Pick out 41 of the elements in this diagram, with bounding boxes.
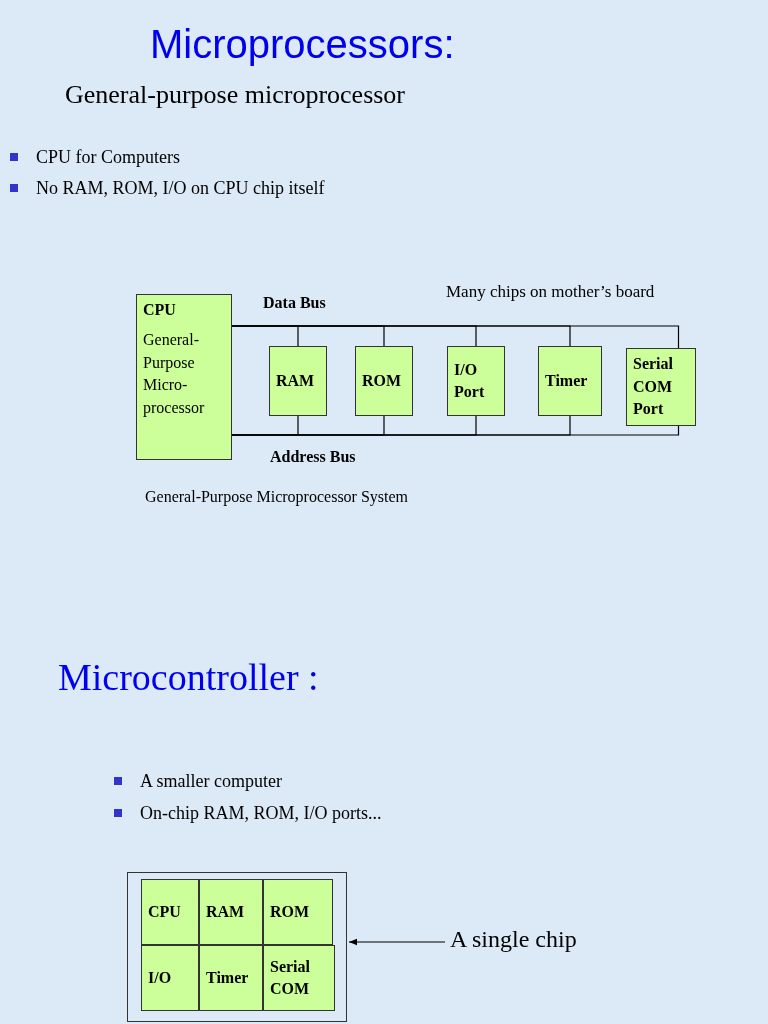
chip-box <box>263 945 335 1011</box>
bullet-text: On-chip RAM, ROM, I/O ports... <box>140 803 382 824</box>
bullet-text: CPU for Computers <box>36 147 180 168</box>
note-text: General-Purpose Microprocessor System <box>145 488 409 506</box>
chip-box <box>199 879 263 945</box>
chip-name: ROM <box>362 370 403 391</box>
chip-name: RAM <box>206 901 246 922</box>
chip-description: General-Purpose Micro-processor <box>143 330 206 419</box>
chip-name: Timer <box>206 967 250 988</box>
bullet-text: A smaller computer <box>140 771 282 792</box>
bus-line <box>231 325 680 349</box>
chip-outline <box>127 872 347 1022</box>
chip-box <box>447 346 505 416</box>
bus-line <box>231 425 680 436</box>
chip-name: ROM <box>270 901 311 922</box>
section-heading: Microcontroller : <box>58 655 319 699</box>
bullet-text: No RAM, ROM, I/O on CPU chip itself <box>36 178 325 199</box>
chip-box <box>263 879 333 945</box>
callout-text: A single chip <box>450 926 600 956</box>
chip-name: Serial COM <box>270 956 311 999</box>
slide-title: Microprocessors: <box>150 22 455 67</box>
chip-name: Timer <box>545 370 589 391</box>
chip-name: I/O <box>148 967 173 988</box>
chip-box <box>199 945 263 1011</box>
chip-name: RAM <box>276 370 316 391</box>
arrow <box>348 938 446 946</box>
chip-name: CPU <box>148 901 182 922</box>
subtitle: General-purpose microprocessor <box>65 80 406 110</box>
chip-box <box>141 879 199 945</box>
chip-box <box>269 346 327 416</box>
chip-box <box>538 346 602 416</box>
chip-box <box>355 346 413 416</box>
chip-name: CPU <box>143 300 177 320</box>
chip-box <box>136 294 232 460</box>
note-text: Many chips on mother’s board <box>446 282 655 302</box>
chip-box <box>141 945 199 1011</box>
bus-label: Address Bus <box>270 448 356 466</box>
chip-name: Serial COM Port <box>633 354 674 420</box>
chip-name: I/O Port <box>454 359 486 402</box>
chip-box <box>626 348 696 426</box>
bus-label: Data Bus <box>263 294 326 312</box>
